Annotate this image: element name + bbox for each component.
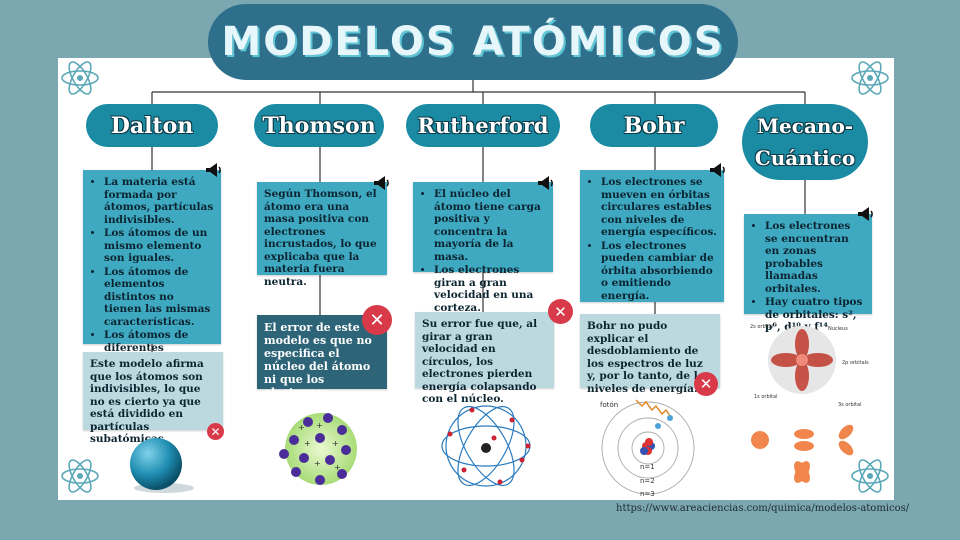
speaker-icon[interactable] [372, 173, 392, 193]
list-item: La materia está formada por átomos, part… [104, 176, 214, 226]
orbital-label: Nucleus [828, 326, 848, 332]
dalton-points-box: La materia está formada por átomos, part… [83, 170, 221, 379]
quantum-points-box: Los electrones se encuentran en zonas pr… [744, 214, 872, 333]
speaker-icon[interactable] [708, 160, 728, 180]
speaker-icon[interactable] [204, 160, 224, 180]
model-name: Bohr [623, 112, 685, 139]
orbit-label-n1: n=1 [640, 463, 655, 471]
orbit-label-n2: n=2 [640, 477, 655, 485]
thomson-model-illustration: + + + + + + [279, 413, 357, 485]
thomson-text-box: Según Thomson, el átomo era una masa pos… [257, 182, 387, 288]
description-text: Según Thomson, el átomo era una masa pos… [264, 188, 377, 288]
svg-text:+: + [334, 463, 341, 472]
dalton-error-box: Este modelo afirma que los átomos son in… [83, 352, 223, 445]
svg-text:+: + [316, 421, 323, 430]
orbital-label: 1s orbital [754, 394, 777, 400]
model-name: Dalton [110, 112, 194, 139]
orbit-label-n3: n=3 [640, 490, 655, 498]
svg-text:+: + [298, 423, 305, 432]
model-pill-bohr: Bohr [590, 104, 718, 147]
list-item: Los electrones giran a gran velocidad en… [434, 264, 546, 314]
source-url[interactable]: https://www.areaciencias.com/quimica/mod… [616, 503, 910, 514]
atom-icon [851, 61, 889, 95]
bohr-model-illustration: fotón n=1 n=2 n=3 [600, 399, 695, 498]
model-pill-dalton: Dalton [86, 104, 218, 147]
list-item: El núcleo del átomo tiene carga positiva… [434, 188, 546, 263]
atom-icon [851, 459, 889, 493]
svg-text:+: + [304, 439, 311, 448]
svg-text:+: + [332, 439, 339, 448]
bohr-points-box: Los electrones se mueven en órbitas circ… [580, 170, 724, 302]
model-pill-rutherford: Rutherford [406, 104, 560, 147]
model-name: Mecano- [756, 114, 854, 138]
error-text: Su error fue que, al girar a gran veloci… [422, 318, 538, 405]
error-x-icon: ✕ [362, 305, 392, 335]
error-text: Este modelo afirma que los átomos son in… [90, 358, 204, 445]
list-item: Los electrones pueden cambiar de órbita … [601, 240, 717, 303]
atom-icon [61, 61, 99, 95]
list-item: Los átomos de un mismo elemento son igua… [104, 227, 214, 265]
dalton-sphere-illustration [130, 438, 194, 493]
orbital-label: 2p orbitals [842, 360, 869, 366]
model-pill-thomson: Thomson [254, 104, 384, 147]
title-banner: MODELOS ATÓMICOS [208, 4, 738, 80]
model-name: Rutherford [417, 113, 549, 138]
orbital-label: 2s orbital [750, 324, 773, 330]
orbital-label: 3s orbital [838, 402, 861, 408]
rutherford-model-illustration [441, 405, 531, 487]
error-x-icon: ✕ [207, 423, 224, 440]
model-name-line2: Cuántico [754, 146, 856, 170]
error-x-icon: ✕ [694, 372, 718, 396]
rutherford-points-box: El núcleo del átomo tiene carga positiva… [413, 182, 553, 314]
list-item: Los electrones se mueven en órbitas circ… [601, 176, 717, 239]
atom-icon [61, 459, 99, 493]
speaker-icon[interactable] [536, 173, 556, 193]
model-name: Thomson [262, 112, 376, 139]
svg-text:+: + [314, 459, 321, 468]
rutherford-error-box: Su error fue que, al girar a gran veloci… [415, 312, 554, 405]
error-text: El error de este modelo es que no especi… [264, 321, 372, 412]
list-item: Los átomos de elementos distintos no tie… [104, 266, 214, 329]
page-title: MODELOS ATÓMICOS [221, 19, 725, 65]
speaker-icon[interactable] [856, 204, 876, 224]
photon-label: fotón [600, 401, 618, 409]
error-text: Bohr no pudo explicar el desdoblamiento … [587, 320, 711, 395]
model-pill-quantum: Mecano- Cuántico [742, 104, 868, 180]
quantum-orbitals-illustration: 2s orbital Nucleus 2p orbitals 1s orbita… [750, 324, 869, 483]
list-item: Los electrones se encuentran en zonas pr… [765, 220, 865, 295]
error-x-icon: ✕ [548, 299, 573, 324]
